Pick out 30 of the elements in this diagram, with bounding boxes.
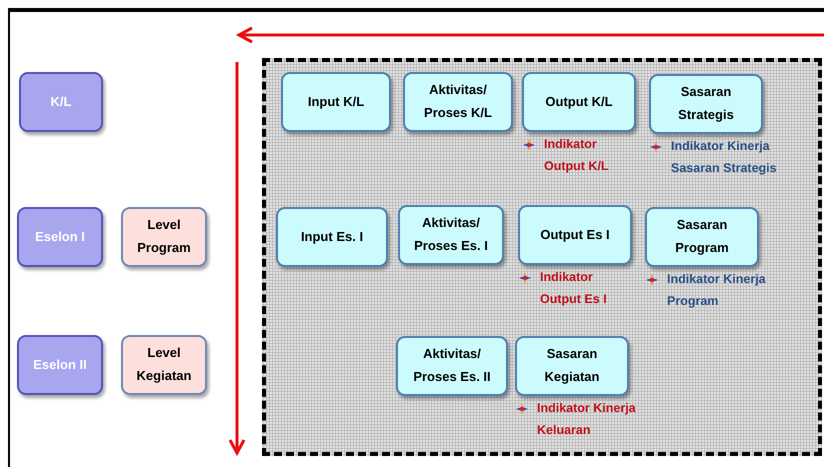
box-label: Aktivitas/ Proses Es. I — [413, 214, 489, 255]
indicator-note: Indikator Kinerja Program — [667, 271, 767, 310]
process-box — [17, 335, 103, 395]
box-label: Sasaran Strategis — [677, 83, 735, 124]
box-label: Eselon I — [35, 228, 85, 246]
process-box — [121, 335, 207, 395]
box-label: Aktivitas/ Proses Es. II — [412, 345, 492, 386]
box-label: Input K/L — [308, 92, 364, 111]
indicator-note: Indikator Output Es I — [540, 269, 608, 308]
box-label: Aktivitas/ Proses K/L — [423, 81, 493, 122]
box-label: Sasaran Kegiatan — [544, 345, 600, 386]
box-label: Output K/L — [545, 92, 613, 111]
process-box — [121, 207, 207, 267]
box-label: Eselon II — [33, 356, 87, 374]
process-box — [281, 72, 391, 132]
process-box — [403, 72, 513, 132]
process-box — [396, 336, 508, 396]
process-box — [19, 72, 103, 132]
box-label: Output Es I — [540, 226, 610, 244]
box-label: K/L — [50, 92, 72, 111]
box-label: Level Kegiatan — [136, 344, 192, 385]
box-label: Input Es. I — [300, 228, 364, 246]
process-box — [276, 207, 388, 267]
process-box — [398, 205, 504, 265]
box-label: Level Program — [136, 216, 192, 257]
process-box — [17, 207, 103, 267]
indicator-note: Indikator Kinerja Keluaran — [537, 400, 637, 439]
box-label: Sasaran Program — [674, 216, 730, 257]
indicator-note: Indikator Kinerja Sasaran Strategis — [671, 138, 778, 177]
indicator-note: Indikator Output K/L — [544, 136, 610, 175]
